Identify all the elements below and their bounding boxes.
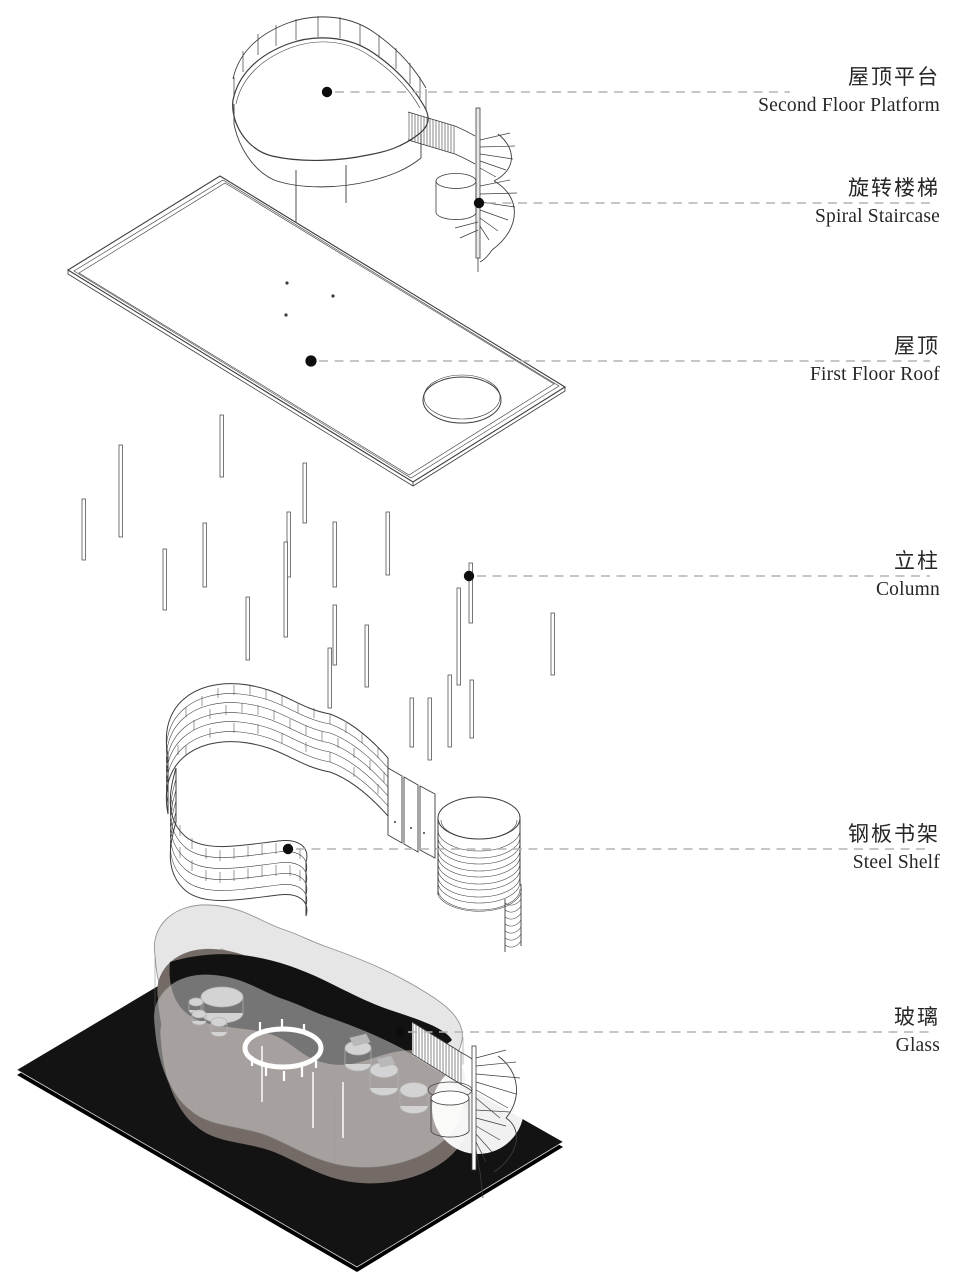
spiral-staircase-drawing	[407, 107, 518, 272]
dot-glass	[394, 1026, 406, 1038]
ground-floor-glass-drawing	[16, 904, 564, 1272]
label-spiral-staircase: 旋转楼梯 Spiral Staircase	[815, 175, 940, 229]
label-steel-shelf: 钢板书架 Steel Shelf	[848, 821, 940, 875]
label-zh-column: 立柱	[894, 549, 940, 573]
label-en-glass: Glass	[895, 1035, 940, 1056]
dot-spiral-staircase	[473, 197, 485, 209]
label-en-first-floor-roof: First Floor Roof	[810, 364, 940, 385]
label-second-floor-platform: 屋顶平台 Second Floor Platform	[758, 64, 940, 118]
dot-column	[463, 570, 475, 582]
label-zh-second-floor-platform: 屋顶平台	[848, 65, 940, 89]
label-zh-steel-shelf: 钢板书架	[848, 822, 940, 846]
label-en-steel-shelf: Steel Shelf	[852, 852, 940, 873]
steel-shelf-drawing	[165, 683, 522, 952]
label-en-second-floor-platform: Second Floor Platform	[758, 95, 940, 116]
dot-first-floor-roof	[305, 355, 317, 367]
label-zh-spiral-staircase: 旋转楼梯	[848, 176, 940, 200]
dot-steel-shelf	[282, 843, 294, 855]
label-column: 立柱 Column	[876, 548, 940, 602]
leader-lines	[296, 91, 930, 1033]
label-en-spiral-staircase: Spiral Staircase	[814, 206, 940, 227]
label-zh-glass: 玻璃	[894, 1005, 940, 1029]
label-glass: 玻璃 Glass	[894, 1004, 940, 1058]
label-zh-first-floor-roof: 屋顶	[894, 334, 940, 358]
columns-drawing	[81, 414, 555, 761]
leader-dots	[282, 86, 485, 1038]
label-en-column: Column	[875, 579, 940, 600]
label-first-floor-roof: 屋顶 First Floor Roof	[810, 333, 940, 387]
dot-second-floor-platform	[321, 86, 333, 98]
first-floor-roof-drawing	[66, 175, 567, 487]
ground-spiral-staircase	[411, 1021, 524, 1199]
